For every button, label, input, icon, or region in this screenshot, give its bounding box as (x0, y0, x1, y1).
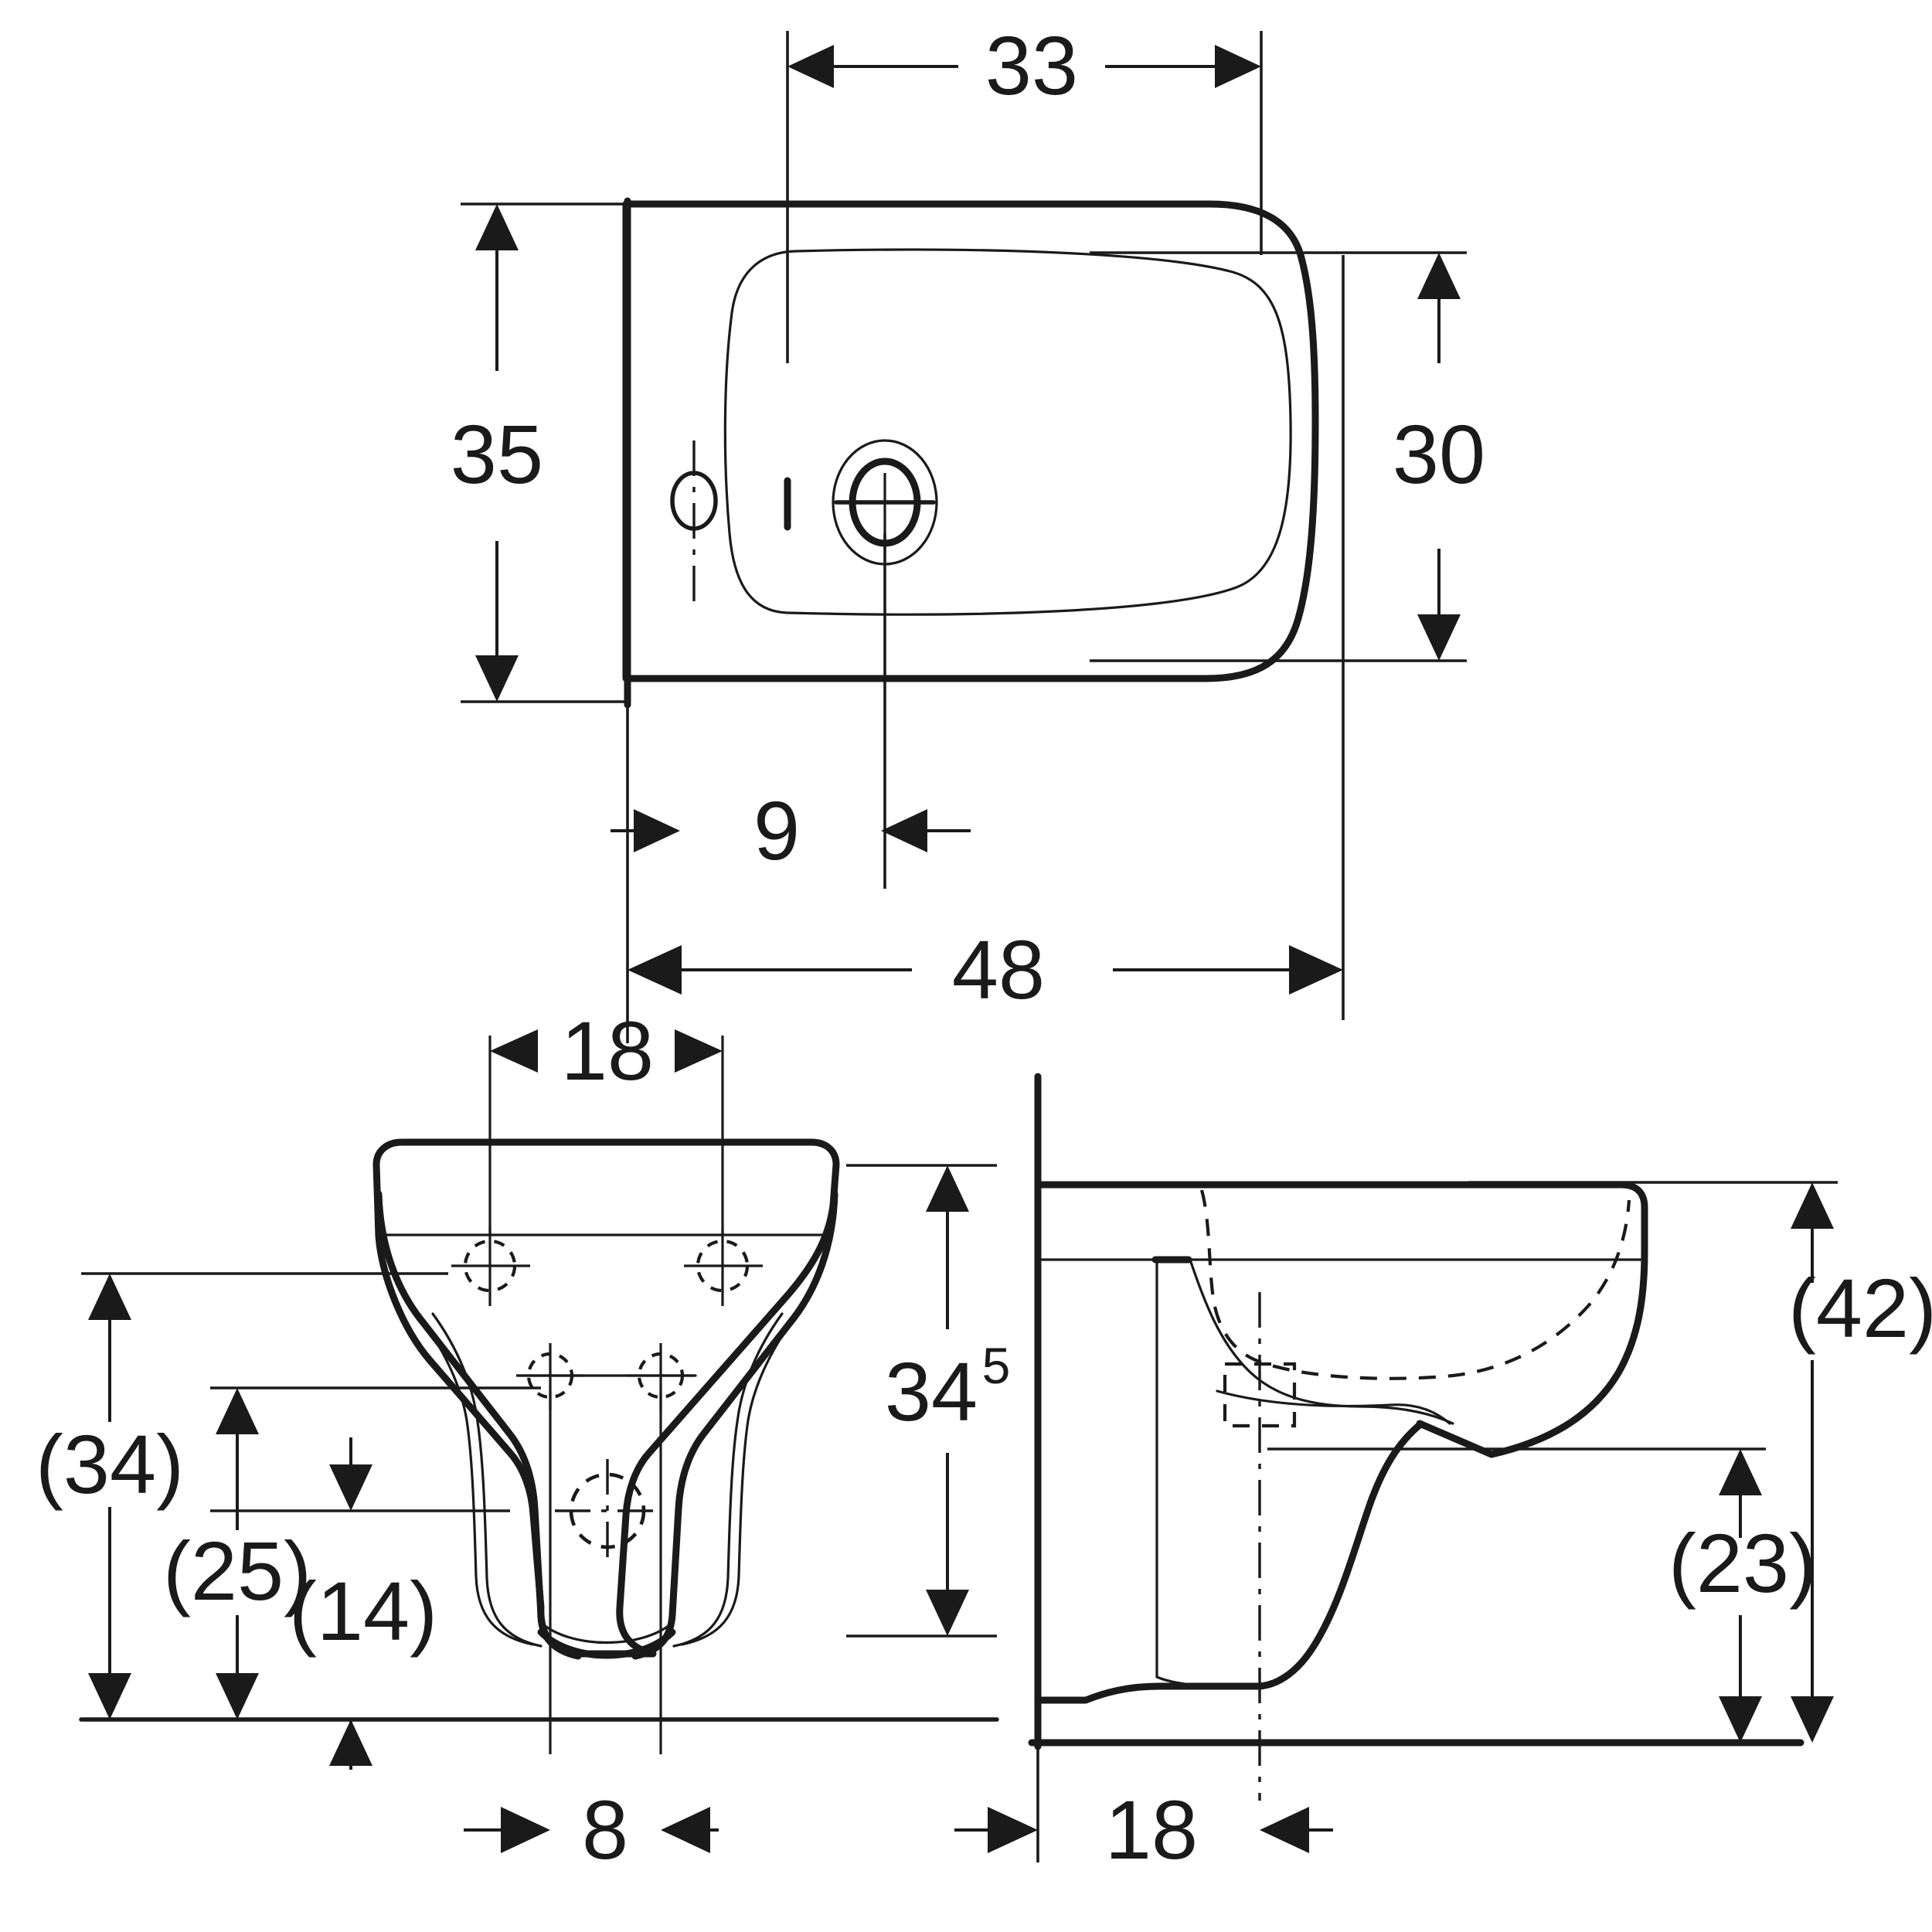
d345-arrow-bottom (926, 1590, 969, 1636)
d9-arrow-left (634, 809, 680, 852)
side-view-body-profile (1034, 1420, 1424, 1704)
side-view-hidden-bowl (1199, 1189, 1631, 1380)
dimension-8: 8 (464, 1783, 719, 1876)
d48-label-backing (912, 920, 1113, 1020)
front-view-bowl-base (537, 1628, 676, 1659)
front-view-inner-contour-left (416, 1312, 535, 1646)
d18s-arrow-right (1260, 1807, 1309, 1853)
fixing-hole-upper-left (451, 1227, 530, 1306)
front-view-body-outline (372, 1138, 840, 1658)
side-view-bowl-inner (1189, 1258, 1454, 1425)
front-view-inner-contour-right-2 (672, 1312, 784, 1648)
d25-arrow-top (216, 1388, 259, 1434)
front-view-inner-contour-left-2 (431, 1312, 543, 1648)
dimension-48: 48 (628, 255, 1345, 1020)
d30-arrow-top (1417, 253, 1461, 299)
d25-arrow-bottom (216, 1673, 259, 1719)
dimension-18-front: 18 (490, 1004, 723, 1097)
d9-arrow-right (881, 809, 927, 852)
d33-arrow-left (787, 45, 834, 88)
d14-arrow-up (329, 1719, 372, 1766)
dimension-42: (42) (1468, 1181, 1932, 1743)
dimension-34-5: 34 5 (846, 1164, 1011, 1638)
front-view-base-inner-line (539, 1621, 674, 1645)
side-view (1028, 1073, 1804, 1801)
d42-arrow-bottom (1791, 1696, 1834, 1743)
d33-label: 33 (985, 19, 1078, 112)
dimension-14: (14) (210, 1437, 510, 1770)
d345-arrow-top (926, 1165, 969, 1212)
d48-label: 48 (952, 923, 1045, 1016)
d18s-label: 18 (1105, 1783, 1198, 1876)
d345-superscript: 5 (982, 1337, 1011, 1394)
d18s-arrow-left (988, 1807, 1038, 1853)
d8-label: 8 (582, 1783, 628, 1876)
front-view-inner-contour-right (680, 1312, 799, 1646)
d23-arrow-top (1719, 1449, 1762, 1495)
front-view-right-slant (631, 1190, 838, 1660)
dimension-9: 9 (611, 533, 971, 1043)
dimension-30: 30 (1090, 251, 1485, 662)
dimension-25: (25) (163, 1386, 541, 1719)
d18f-arrow-right (675, 1029, 723, 1073)
d35-arrow-top (475, 204, 519, 250)
dimension-23: (23) (1267, 1447, 1817, 1743)
top-view-bowl-rim (723, 248, 1292, 616)
d30-arrow-bottom (1417, 614, 1461, 661)
dimension-35: 35 (451, 202, 628, 703)
d35-label: 35 (451, 407, 543, 501)
d14-arrow-down (329, 1464, 372, 1511)
d345-label: 34 (885, 1345, 978, 1438)
d23-label: (23) (1668, 1516, 1817, 1610)
d34-label: (34) (36, 1417, 184, 1511)
d34-arrow-bottom (88, 1673, 131, 1719)
d23-arrow-bottom (1719, 1696, 1762, 1743)
d8-arrow-right (661, 1807, 710, 1853)
d30-label: 30 (1393, 407, 1485, 501)
d34-arrow-top (88, 1274, 131, 1320)
d8-arrow-left (501, 1807, 550, 1853)
d42-label: (42) (1788, 1261, 1932, 1355)
front-view-waste-outlet (555, 1459, 660, 1564)
d18f-arrow-left (490, 1029, 538, 1073)
side-view-top-rim (1034, 1181, 1648, 1458)
d18f-label: 18 (561, 1004, 654, 1097)
d14-label: (14) (289, 1564, 437, 1658)
top-view-body-outline (622, 200, 1319, 682)
d33-arrow-right (1215, 45, 1261, 88)
d25-label: (25) (163, 1524, 311, 1617)
d9-label: 9 (753, 784, 800, 877)
d35-arrow-bottom (475, 655, 519, 702)
side-view-bowl-inner-lower (1216, 1389, 1451, 1425)
front-view (79, 1036, 999, 1754)
d42-arrow-top (1791, 1182, 1834, 1229)
dimension-34: (34) (36, 1272, 448, 1719)
d48-arrow-left (628, 945, 682, 995)
dimension-33: 33 (786, 19, 1263, 363)
d48-arrow-right (1289, 945, 1343, 995)
top-view (622, 197, 1319, 709)
side-view-support-rib-base (1155, 1675, 1246, 1689)
dimension-18-side: 18 (954, 1747, 1333, 1876)
fixing-hole-upper-right (684, 1227, 763, 1306)
